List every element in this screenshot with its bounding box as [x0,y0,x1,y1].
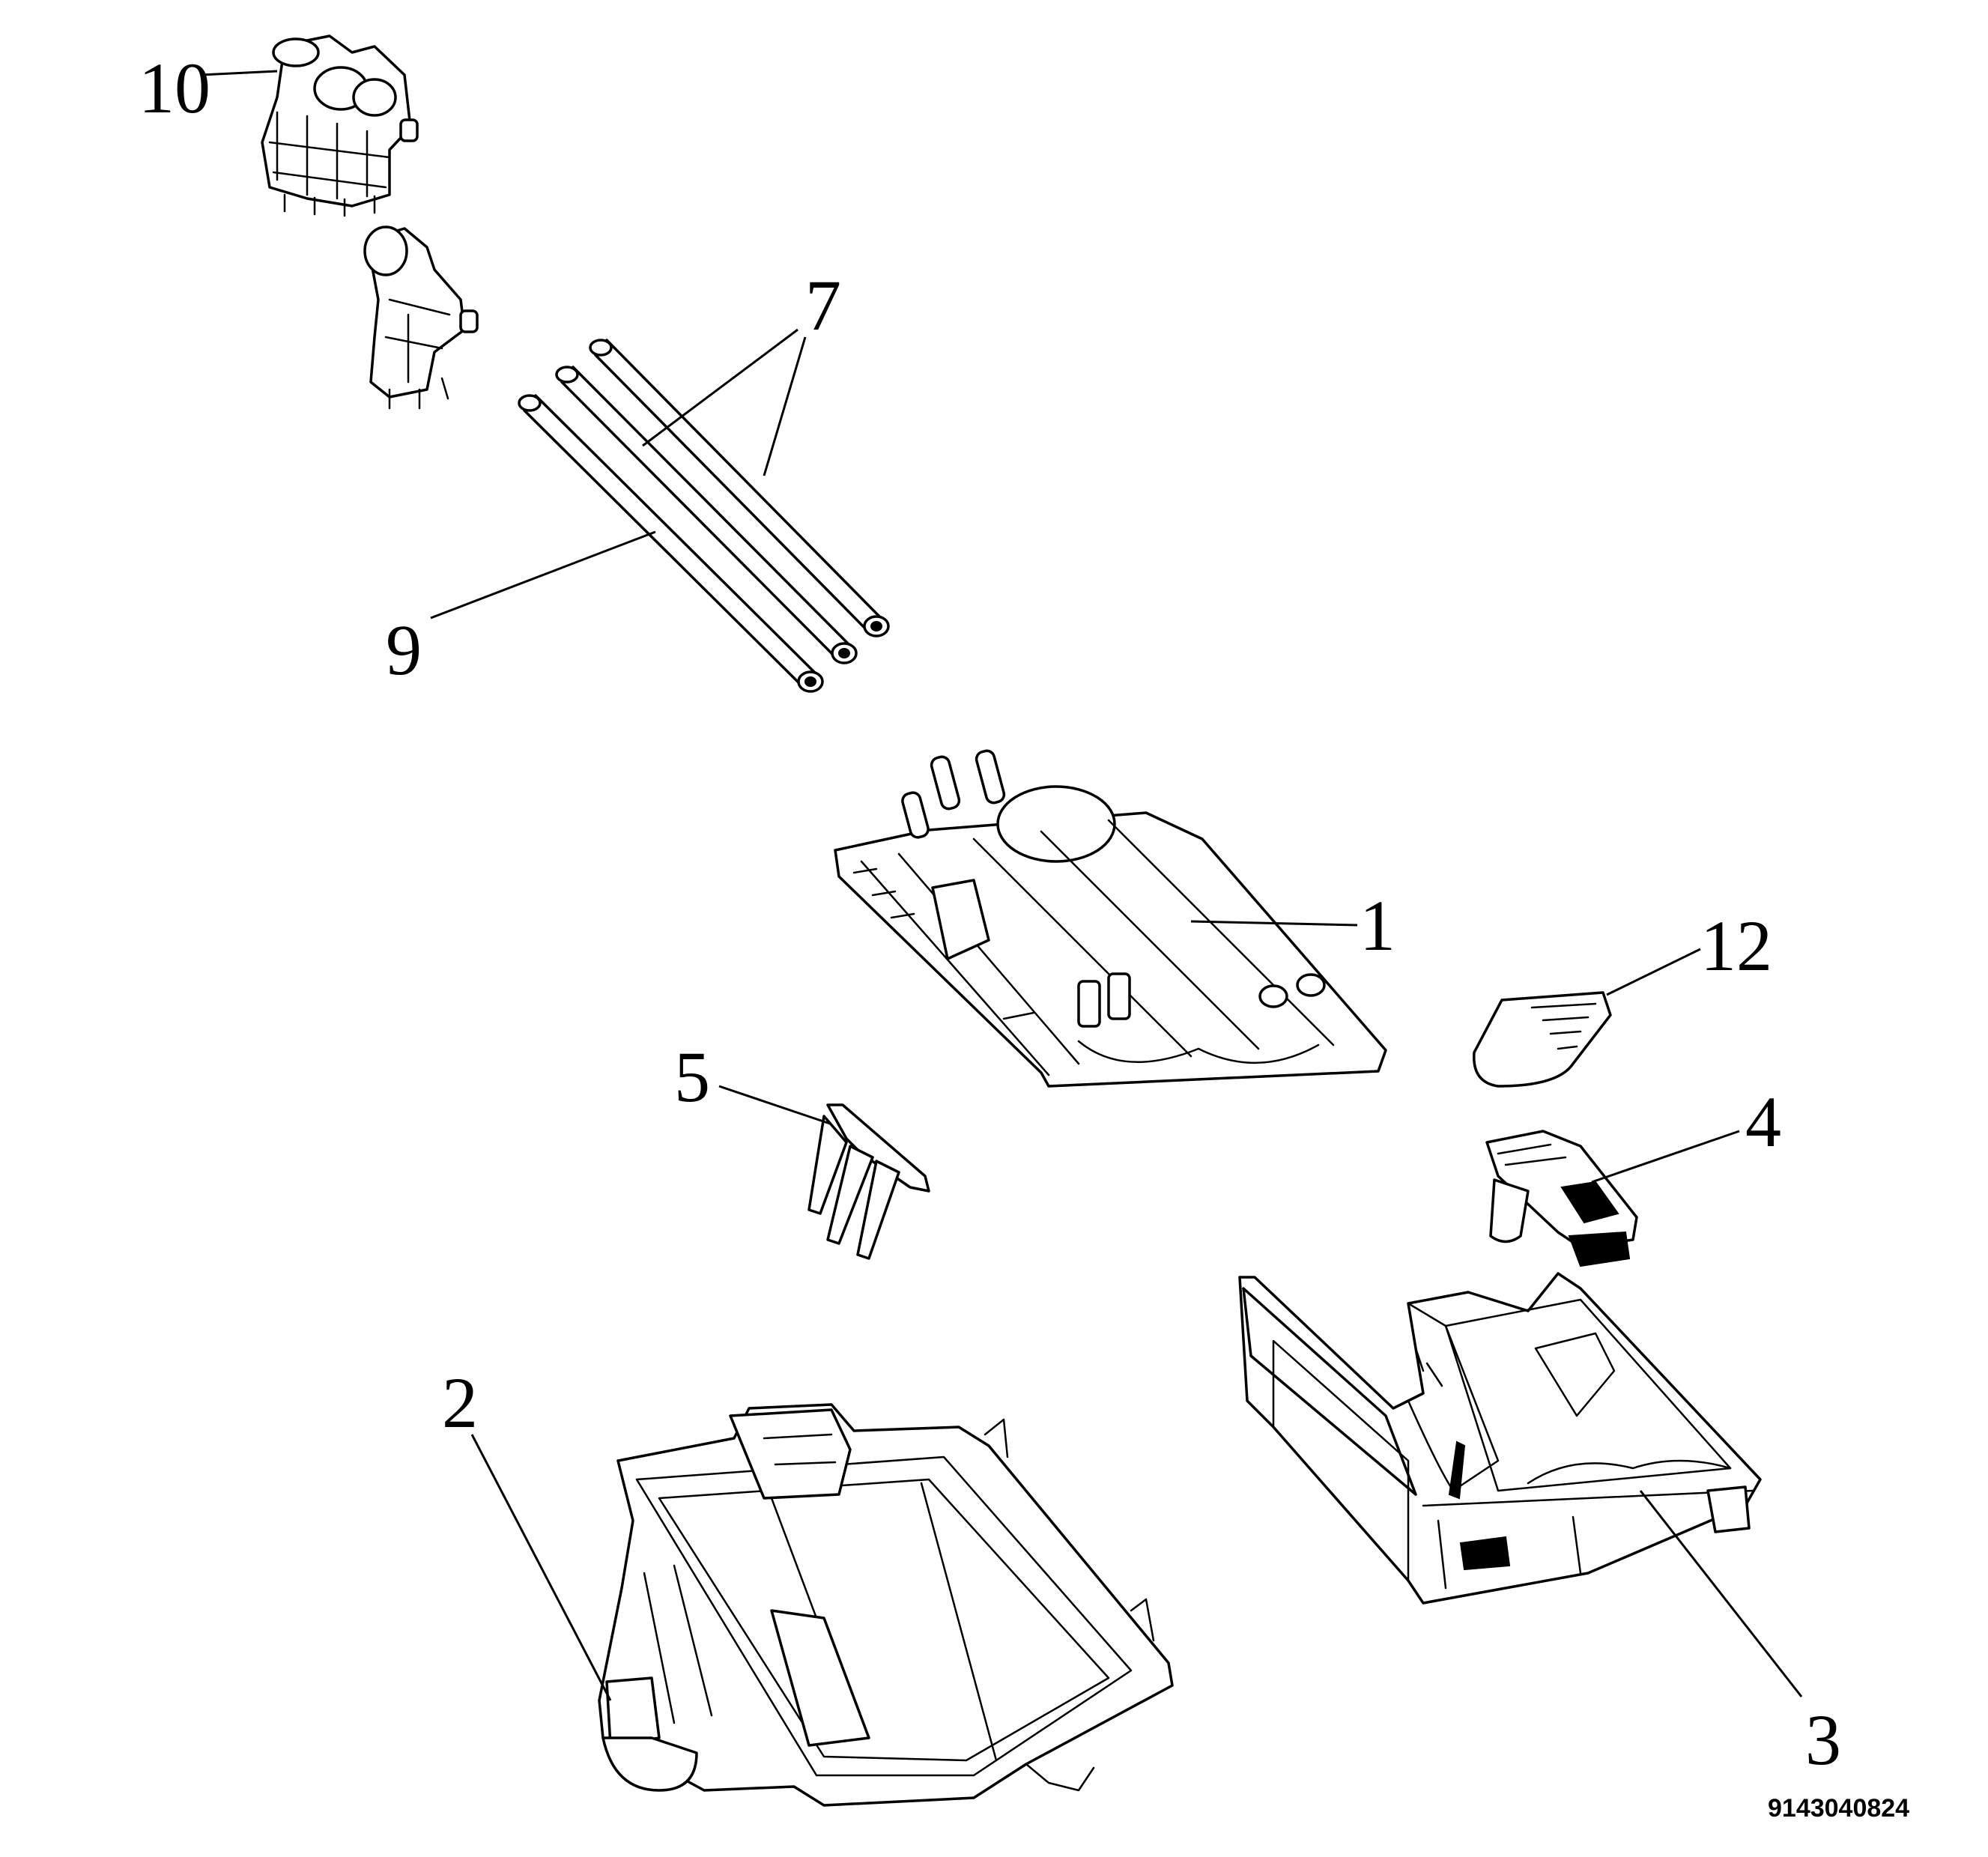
callout-1: 1 [1360,885,1395,966]
callout-12: 12 [1700,906,1772,986]
leader-7b [763,336,807,476]
leader-2 [470,1434,612,1701]
leader-5 [718,1085,831,1125]
diagram-code: 9143040824 [1768,1794,1909,1823]
leader-7a [642,328,798,447]
callout-9: 9 [386,610,422,690]
leader-4 [1591,1130,1740,1184]
part-10-double-valve [261,34,419,217]
callout-3: 3 [1805,1700,1841,1780]
part-10-single-valve [363,225,479,410]
leader-3 [1639,1490,1803,1697]
callout-labels: 10 7 9 1 12 5 4 2 3 [139,48,1841,1780]
leader-1 [1190,920,1358,927]
part-5-siphon-clip [807,1103,930,1260]
leader-lines [200,70,1803,1701]
part-2-dispenser-housing [598,1403,1174,1807]
leader-12 [1606,948,1701,996]
part-4-drawer-handle [1485,1130,1638,1267]
leader-9 [430,530,656,619]
callout-7: 7 [805,265,841,345]
part-7-9-hoses [518,339,890,693]
callout-10: 10 [139,48,210,128]
callout-5: 5 [674,1037,710,1117]
part-12-label-flap [1473,991,1612,1088]
part-1-dispenser-cover [834,749,1387,1088]
callout-4: 4 [1745,1082,1781,1162]
callout-2: 2 [442,1363,478,1443]
part-3-detergent-drawer [1238,1272,1762,1605]
leader-10 [200,70,278,76]
